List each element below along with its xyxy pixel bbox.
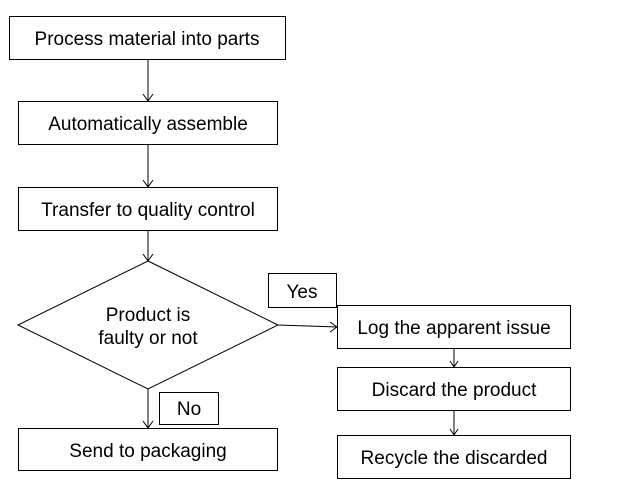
node-log-issue-label: Log the apparent issue (357, 318, 550, 339)
connector-log-to-discard (449, 348, 459, 368)
node-send-packaging-label: Send to packaging (69, 441, 226, 462)
connector-quality-to-decision (142, 230, 154, 262)
node-process-material: Process material into parts (9, 16, 286, 60)
connector-decision-no-to-packaging (142, 389, 154, 429)
node-recycle: Recycle the discarded (337, 435, 571, 479)
connector-decision-yes-to-log (277, 321, 338, 333)
node-decision-label-line1: Product is (106, 305, 190, 326)
connector-assemble-to-quality (142, 144, 154, 188)
node-process-material-label: Process material into parts (35, 29, 260, 50)
node-log-issue: Log the apparent issue (337, 305, 571, 349)
node-discard-product-label: Discard the product (372, 380, 537, 401)
connector-discard-to-recycle (449, 410, 459, 436)
edge-label-no-text: No (177, 399, 201, 420)
node-auto-assemble-label: Automatically assemble (48, 114, 248, 135)
edge-label-yes-text: Yes (287, 282, 318, 303)
node-quality-control-label: Transfer to quality control (41, 200, 255, 221)
node-decision: Product is faulty or not (16, 260, 280, 390)
connector-process-to-assemble (142, 59, 154, 102)
node-auto-assemble: Automatically assemble (18, 101, 278, 145)
node-send-packaging: Send to packaging (18, 428, 278, 471)
node-decision-label-line2: faulty or not (98, 328, 198, 349)
node-discard-product: Discard the product (337, 367, 571, 411)
node-recycle-label: Recycle the discarded (361, 448, 548, 469)
edge-label-yes: Yes (268, 273, 337, 308)
node-quality-control: Transfer to quality control (18, 187, 278, 231)
edge-label-no: No (159, 392, 219, 425)
